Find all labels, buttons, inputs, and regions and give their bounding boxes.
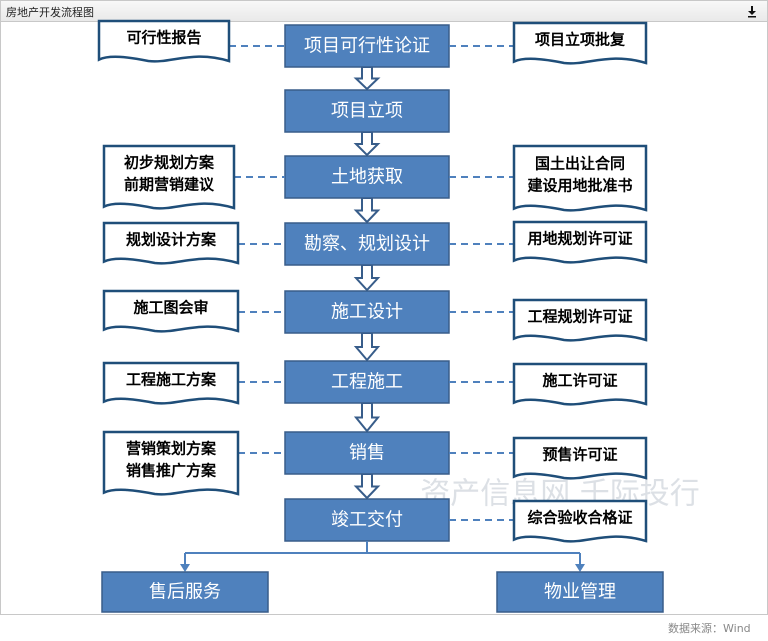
final-step-label: 物业管理 [544,582,616,603]
doc-text: 用地规划许可证 [527,230,632,248]
step-label: 土地获取 [331,167,403,188]
doc-text: 工程规划许可证 [527,308,632,326]
down-arrow [353,264,381,292]
step-box [284,290,450,334]
down-arrow [353,332,381,362]
step-box [284,431,450,475]
panel-title: 房地产开发流程图 [6,6,94,19]
doc-text: 前期营销建议 [124,176,215,194]
right-document [512,144,648,212]
doc-text: 建设用地批准书 [527,177,632,195]
left-document [97,19,231,63]
step-label: 竣工交付 [331,510,403,531]
after-sales-box [101,571,269,613]
step-box [284,155,450,199]
property-management-box [496,571,664,613]
doc-text: 项目立项批复 [535,31,626,49]
right-document [512,436,648,480]
step-box [284,360,450,404]
download-icon[interactable] [745,4,759,18]
left-document [102,144,236,210]
arrowhead [180,564,190,572]
final-step-label: 售后服务 [149,582,221,603]
doc-text: 规划设计方案 [126,231,217,249]
down-arrow [353,131,381,157]
down-arrow [353,197,381,224]
step-label: 项目立项 [331,101,403,122]
doc-text: 销售推广方案 [126,462,217,480]
right-document [512,220,648,264]
step-box [284,222,450,266]
left-document [102,289,240,333]
right-document [512,21,648,65]
left-document [102,221,240,265]
down-arrow [353,66,381,91]
down-arrow [353,402,381,433]
right-document [512,362,648,406]
doc-text: 综合验收合格证 [527,509,632,527]
step-label: 勘察、规划设计 [304,234,430,255]
doc-text: 预售许可证 [542,446,617,464]
step-label: 销售 [349,443,385,464]
right-document [512,499,648,543]
doc-text: 工程施工方案 [126,371,217,389]
down-arrow [353,473,381,500]
doc-text: 可行性报告 [126,29,201,47]
doc-text: 施工许可证 [542,372,617,390]
step-label: 施工设计 [331,302,403,323]
left-document [102,430,240,496]
right-document [512,298,648,342]
doc-text: 营销策划方案 [126,440,217,458]
step-box [284,89,450,133]
doc-text: 初步规划方案 [124,154,215,172]
arrowhead [575,564,585,572]
left-document [102,361,240,405]
doc-text: 国土出让合同 [535,155,625,173]
doc-text: 施工图会审 [133,299,208,317]
panel-header: 房地产开发流程图 [0,0,768,22]
step-label: 工程施工 [331,372,403,393]
data-source: 数据来源：Wind [668,622,751,635]
step-label: 项目可行性论证 [304,36,430,57]
